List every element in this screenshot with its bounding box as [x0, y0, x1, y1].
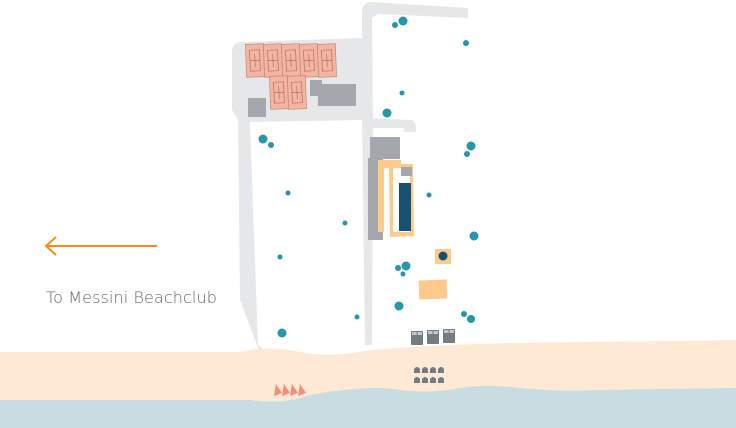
tree-icon [467, 315, 475, 323]
tennis-courts [245, 43, 337, 110]
tree-icon [268, 142, 274, 148]
tennis-court [281, 43, 301, 78]
beach-hut-icon [411, 331, 423, 345]
tree-icon [464, 151, 470, 157]
sea [0, 386, 736, 428]
tree-icon [466, 141, 476, 151]
umbrella-icon [438, 377, 444, 383]
sailboats [274, 384, 306, 396]
umbrella-icon [430, 367, 436, 373]
tree-icon [277, 328, 287, 338]
umbrella-icon [414, 377, 420, 383]
tree-icon [395, 265, 401, 271]
building [310, 80, 356, 106]
umbrella-icon [438, 367, 444, 373]
beach-hut-icon [427, 330, 439, 344]
building [248, 98, 266, 117]
umbrella-icon [422, 377, 428, 383]
umbrella-icon [430, 377, 436, 383]
sailboat-icon [282, 384, 290, 396]
umbrella-icon [414, 367, 420, 373]
sailboat-icon [298, 384, 306, 396]
beach-hut-icon [443, 329, 455, 343]
fields [250, 20, 470, 351]
tennis-court [245, 43, 265, 78]
swimming-pool [399, 183, 411, 231]
tree-icon [400, 271, 406, 277]
tree-icon [401, 261, 411, 271]
sailboat-icon [274, 384, 282, 396]
tree-icon [382, 108, 392, 118]
umbrella-icon [422, 367, 428, 373]
tennis-court [299, 43, 319, 78]
arrow-left-icon [44, 236, 157, 256]
tree-icon [398, 16, 408, 26]
tennis-court [263, 43, 283, 78]
beach-huts [411, 329, 455, 345]
beach-umbrellas [414, 367, 444, 383]
destination-label: To Messini Beachclub [46, 288, 217, 307]
tree-icon [394, 301, 404, 311]
tennis-court [287, 75, 307, 110]
tree-icon [426, 192, 432, 198]
tree-icon [285, 190, 291, 196]
tree-icon [399, 90, 405, 96]
tree-icon [463, 40, 469, 46]
tennis-court [269, 75, 289, 110]
tennis-court [317, 43, 337, 78]
tree-icon [258, 134, 268, 144]
tree-icon [354, 314, 360, 320]
terrace [418, 279, 448, 300]
trees [258, 16, 479, 338]
sailboat-icon [290, 384, 298, 396]
tree-icon [392, 22, 398, 28]
tree-icon [461, 311, 467, 317]
building [370, 137, 400, 159]
tree-icon [342, 220, 348, 226]
jacuzzi [438, 251, 448, 261]
tree-icon [277, 254, 283, 260]
tree-icon [469, 231, 479, 241]
pool-complex [378, 160, 414, 237]
